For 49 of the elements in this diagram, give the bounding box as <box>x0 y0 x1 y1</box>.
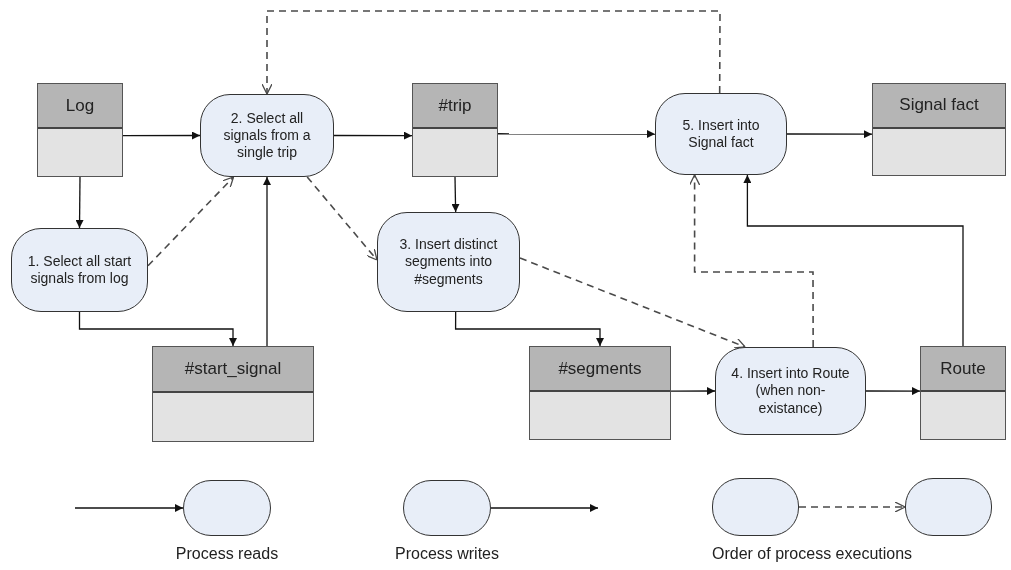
process-box <box>11 228 148 312</box>
arrow <box>786 130 873 139</box>
arrow <box>670 387 716 395</box>
process-box <box>377 212 520 312</box>
process-box <box>715 347 866 435</box>
table-box <box>872 83 1006 176</box>
process-shape <box>712 478 799 536</box>
process-label: 4. Insert into Route (when non-existance) <box>730 365 851 417</box>
arrow <box>454 311 604 347</box>
dashed-arrow <box>261 10 721 95</box>
process-shape <box>905 478 992 536</box>
table-box <box>412 83 498 177</box>
legend-caption: Process writes <box>395 545 499 563</box>
dashed-arrow <box>519 257 746 349</box>
dashed-arrow <box>306 176 378 261</box>
table-name: #segments <box>530 347 670 393</box>
process-shape <box>403 480 491 536</box>
table-name: Log <box>38 84 122 130</box>
arrow <box>497 130 656 138</box>
table-box <box>152 346 314 442</box>
arrow <box>74 504 184 512</box>
arrow <box>263 176 271 347</box>
dashed-arrow <box>798 501 906 513</box>
arrow <box>865 387 921 396</box>
legend-caption: Order of process executions <box>712 545 913 563</box>
table-box <box>529 346 671 440</box>
process-box <box>655 93 787 175</box>
arrow <box>490 504 599 512</box>
table-box <box>920 346 1006 440</box>
arrow <box>75 176 84 229</box>
process-label: 3. Insert distinct segments into #segments <box>398 236 499 288</box>
arrow <box>743 174 964 347</box>
table-name: #start_signal <box>153 347 313 394</box>
arrow <box>451 176 460 213</box>
arrow <box>78 311 237 347</box>
process-label: 1. Select all start signals from log <box>26 252 133 288</box>
legend-caption: Process reads <box>175 545 279 563</box>
table-name: Route <box>921 347 1005 393</box>
process-box <box>200 94 334 177</box>
process-label: 5. Insert into Signal fact <box>681 116 761 152</box>
arrow <box>333 131 413 140</box>
table-name: #trip <box>413 84 497 130</box>
table-name: Signal fact <box>873 84 1005 129</box>
dashed-arrow <box>147 176 235 267</box>
table-box <box>37 83 123 177</box>
process-label: 2. Select all signals from a single trip <box>222 109 312 162</box>
process-shape <box>183 480 271 536</box>
arrow <box>122 131 201 140</box>
dashed-arrow <box>688 174 814 348</box>
